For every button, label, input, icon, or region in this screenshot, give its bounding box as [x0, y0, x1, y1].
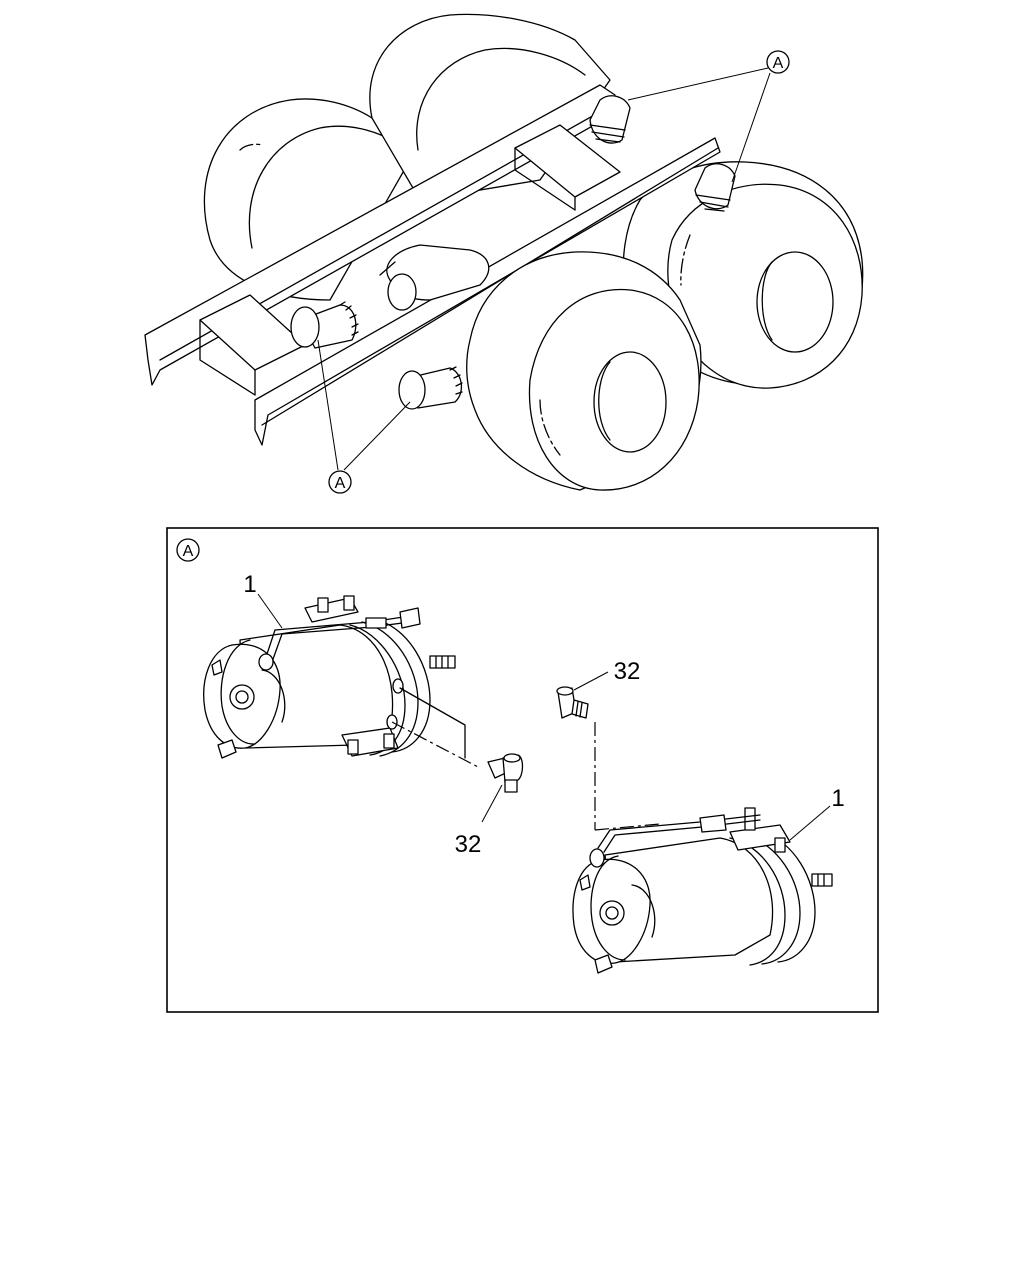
part-32-upper-text: 32: [614, 658, 641, 685]
callout-a-bottom-label: A: [335, 475, 346, 492]
elbow-fitting-right: [556, 686, 596, 830]
part-1-left-text: 1: [243, 571, 256, 598]
brake-chamber-left-front: [398, 366, 463, 410]
part-label-1-right: 1: [789, 785, 845, 841]
detail-a-marker-label: A: [183, 543, 194, 560]
part-32-lower-text: 32: [455, 831, 482, 858]
part-label-1-left: 1: [243, 571, 283, 629]
brake-chamber-left-rear: [290, 301, 359, 349]
part-1-right-text: 1: [831, 785, 844, 812]
callout-a-top: A: [627, 50, 790, 183]
brake-chamber-right-rear: [589, 95, 631, 144]
detail-a-marker: A: [176, 538, 200, 562]
callout-a-bottom: A: [317, 339, 411, 494]
detail-a-frame: A: [166, 527, 879, 1013]
rear-right-tyres: [622, 161, 864, 389]
elbow-fitting-left: [487, 753, 524, 793]
part-label-32-lower: 32: [455, 784, 503, 858]
chassis-assembly-view: A A: [144, 13, 864, 494]
brake-chamber-left-assembly: [203, 595, 481, 769]
chassis-frame: [144, 84, 721, 446]
callout-a-top-label: A: [773, 55, 784, 72]
part-label-32-upper: 32: [573, 658, 641, 691]
brake-chamber-right-front: [694, 163, 736, 212]
front-tyres: [466, 251, 702, 491]
brake-chamber-right-assembly: [572, 807, 833, 974]
